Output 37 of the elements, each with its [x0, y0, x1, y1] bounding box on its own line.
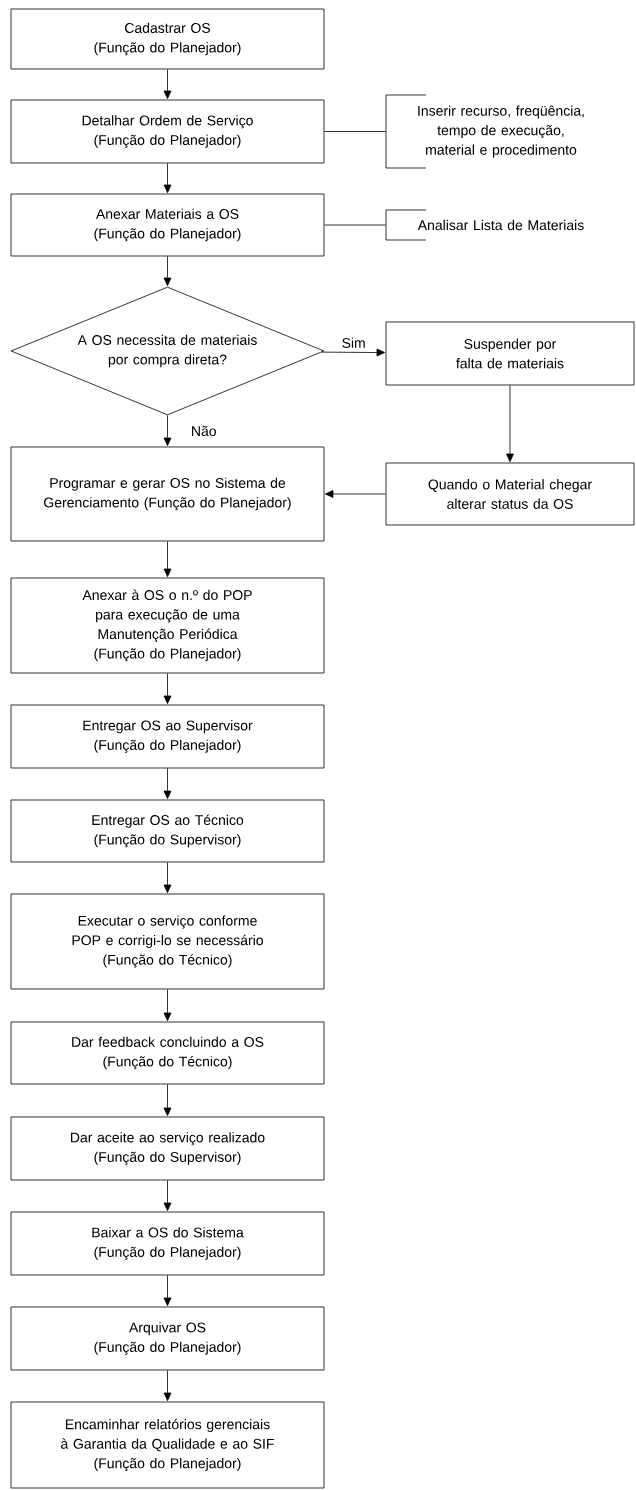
process-box: Dar aceite ao serviço realizado (Função do Supervisor)	[10, 1116, 325, 1181]
annotation-bracket: Inserir recurso, freqüência, tempo de execução, material e procedimento	[385, 94, 584, 169]
process-box: Arquivar OS (Função do Planejador)	[10, 1306, 325, 1371]
process-box: Baixar a OS do Sistema (Função do Planejador)	[10, 1211, 325, 1276]
process-box: Cadastrar OS (Função do Planejador)	[10, 8, 325, 70]
arrow	[163, 768, 172, 799]
process-box: Detalhar Ordem de Serviço (Função do Planejador)	[10, 99, 325, 164]
arrow	[163, 1084, 172, 1116]
edge-label: Não	[189, 424, 218, 438]
arrow	[163, 862, 172, 893]
process-box: Entregar OS ao Técnico (Função do Supervisor)	[10, 799, 325, 863]
arrow	[163, 541, 172, 577]
arrow	[163, 989, 172, 1021]
process-box: Dar feedback concluindo a OS (Função do Técnico)	[10, 1021, 325, 1085]
arrow	[163, 673, 172, 704]
connector-line	[324, 224, 386, 226]
arrow	[163, 69, 172, 99]
process-box: Encaminhar relatórios gerenciais à Garantia da Qualidade e ao SIF (Função do Planejador)	[10, 1401, 325, 1489]
process-box: Quando o Material chegar alterar status da OS	[385, 462, 635, 526]
arrow	[163, 1275, 172, 1306]
edge-label: Sim	[340, 336, 367, 349]
process-box: Entregar OS ao Supervisor (Função do Planejador)	[10, 704, 325, 769]
process-box: Anexar Materiais a OS (Função do Planejador)	[10, 193, 325, 257]
process-box: Suspender por falta de materiais	[385, 321, 635, 386]
arrow	[163, 1180, 172, 1211]
arrow	[163, 256, 172, 286]
arrow	[163, 163, 172, 193]
connector-line	[324, 131, 386, 132]
arrow	[506, 385, 514, 462]
arrow	[163, 1370, 172, 1401]
annotation-bracket: Analisar Lista de Materiais	[385, 209, 584, 241]
arrow	[163, 415, 172, 446]
process-box: Executar o serviço conforme POP e corrigi-lo se necessário (Função do Técnico)	[10, 893, 325, 990]
process-box: Programar e gerar OS no Sistema de Gerenciamento (Função do Planejador)	[10, 446, 325, 542]
process-box: Anexar à OS o n.º do POP para execução de uma Manutenção Periódica (Função do Planejador)	[10, 577, 325, 674]
arrow	[325, 490, 386, 498]
arrow	[321, 348, 385, 357]
